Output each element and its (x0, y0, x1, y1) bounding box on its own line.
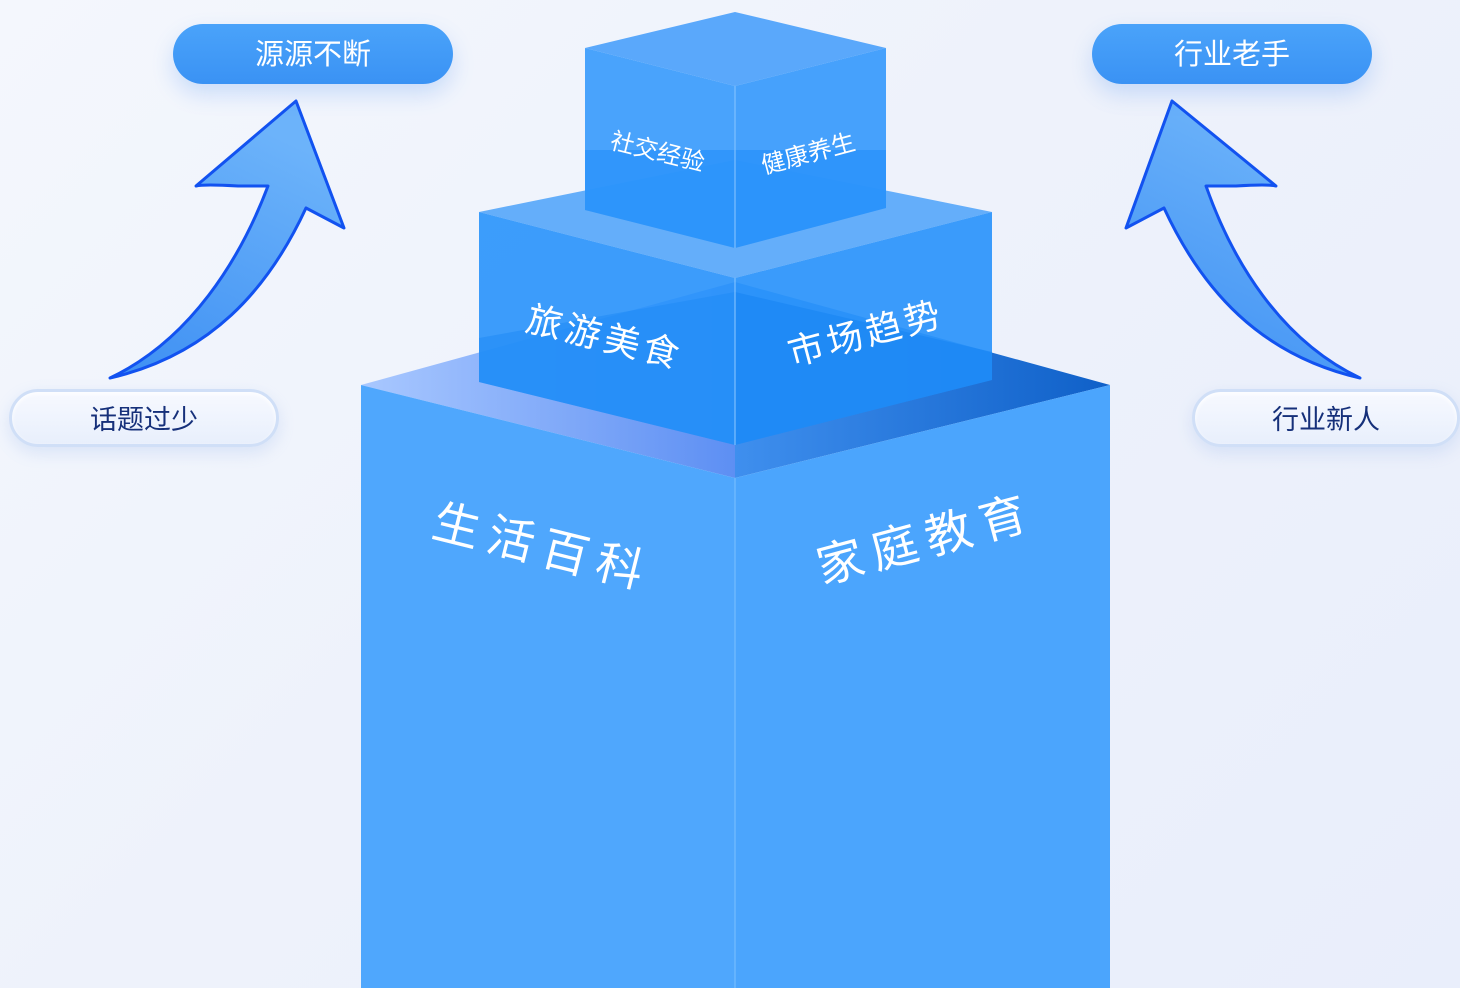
top-tier-top-face (585, 12, 886, 86)
top-tier-block: 社交经验 健康养生 (585, 12, 886, 248)
growth-arrow-left-icon (108, 99, 346, 380)
growth-arrow-right-icon (1124, 99, 1362, 380)
goal-label-right: 行业老手 (1092, 24, 1372, 84)
middle-tier-inner-left (479, 292, 735, 445)
goal-label-left: 源源不断 (173, 24, 453, 84)
bottom-tier-left-face (361, 385, 735, 988)
problem-label-left: 话题过少 (9, 389, 279, 447)
middle-tier-inner-right (735, 292, 992, 445)
bottom-tier-right-face (735, 385, 1110, 988)
problem-label-right: 行业新人 (1192, 389, 1460, 447)
